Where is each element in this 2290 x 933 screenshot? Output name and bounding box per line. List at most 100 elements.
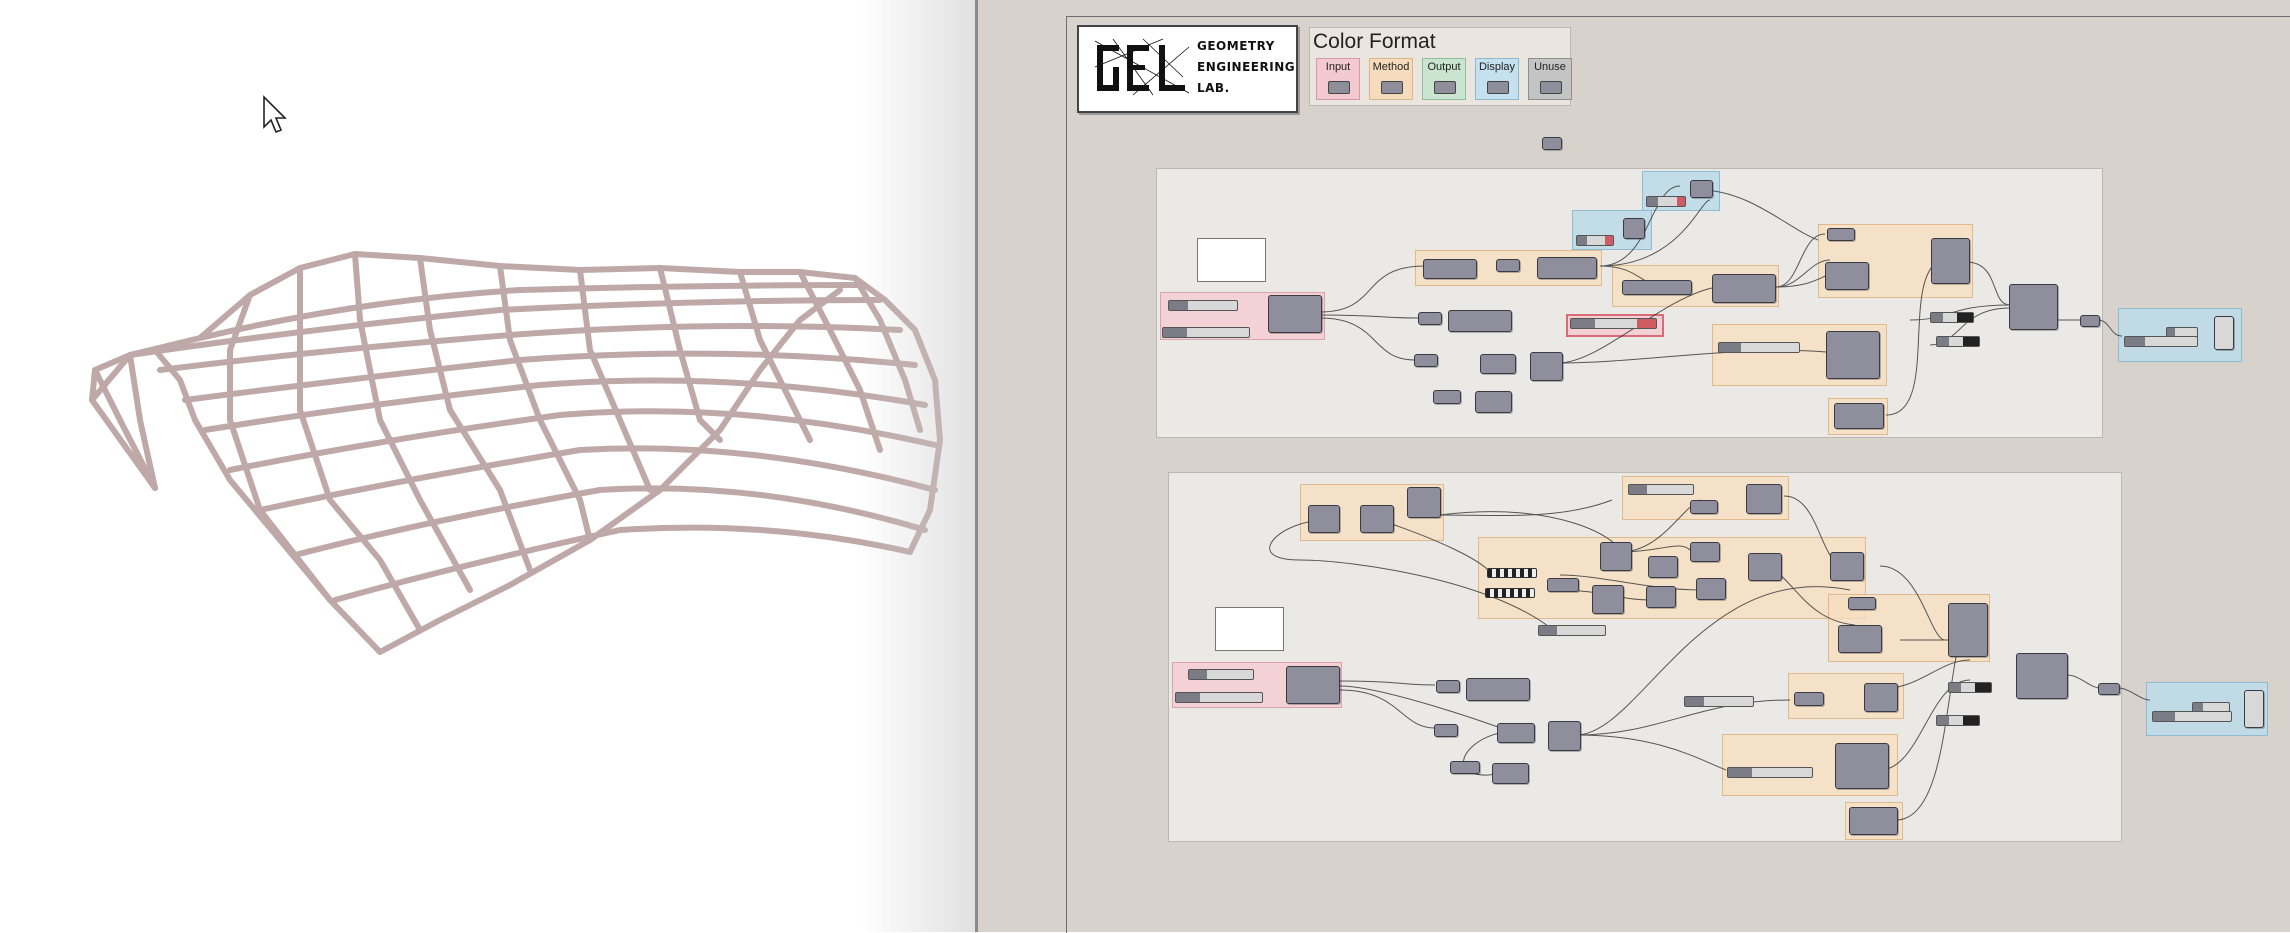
toggle-slider[interactable]	[1930, 312, 1974, 323]
component-node[interactable]	[1830, 552, 1864, 581]
component-node[interactable]	[1407, 487, 1441, 518]
number-slider[interactable]	[1727, 767, 1813, 778]
mouse-cursor-icon	[263, 95, 287, 134]
component-node[interactable]	[1848, 597, 1876, 610]
component-node[interactable]	[1308, 505, 1340, 533]
number-slider[interactable]	[1162, 327, 1250, 338]
component-node[interactable]	[1826, 331, 1880, 379]
component-node[interactable]	[1690, 542, 1720, 562]
number-slider[interactable]	[1646, 196, 1686, 207]
logo-text-engineering: ENGINEERING	[1197, 60, 1296, 74]
component-node[interactable]	[1827, 228, 1855, 241]
color-format-legend: Color Format Input Method Output Display…	[1309, 27, 1572, 106]
component-node[interactable]	[1748, 553, 1782, 581]
component-node[interactable]	[1835, 743, 1889, 789]
gridshell-mesh	[89, 251, 943, 655]
component-node[interactable]	[1537, 257, 1597, 279]
component-node[interactable]	[1466, 678, 1530, 701]
number-slider[interactable]	[1168, 300, 1238, 311]
legend-output-label: Output	[1427, 61, 1461, 73]
component-node[interactable]	[1492, 763, 1529, 784]
component-node[interactable]	[1690, 180, 1713, 198]
number-slider[interactable]	[2152, 711, 2232, 722]
component-node[interactable]	[1623, 218, 1645, 239]
boolean-toggle[interactable]	[1487, 568, 1537, 578]
component-node[interactable]	[1497, 723, 1535, 743]
component-node[interactable]	[1496, 259, 1520, 272]
component-node[interactable]	[2009, 284, 2058, 330]
component-node[interactable]	[1360, 505, 1394, 533]
component-node[interactable]	[1434, 724, 1458, 737]
component-node[interactable]	[1712, 274, 1776, 303]
component-node[interactable]	[2098, 683, 2120, 695]
legend-title: Color Format	[1313, 30, 1436, 53]
legend-unuse: Unuse	[1528, 58, 1572, 100]
number-slider[interactable]	[1576, 235, 1614, 246]
toggle-slider[interactable]	[1936, 715, 1980, 726]
legend-display-label: Display	[1478, 61, 1516, 73]
display-node[interactable]	[2244, 690, 2264, 728]
component-node[interactable]	[1864, 683, 1898, 712]
component-node[interactable]	[1690, 500, 1718, 514]
legend-input-node-icon	[1328, 81, 1350, 94]
component-node[interactable]	[1794, 692, 1824, 706]
boolean-toggle[interactable]	[1485, 588, 1535, 598]
component-node[interactable]	[1931, 238, 1970, 284]
component-node[interactable]	[1548, 721, 1581, 751]
component-node[interactable]	[1696, 578, 1726, 600]
component-node[interactable]	[1746, 484, 1782, 514]
number-slider[interactable]	[2124, 336, 2198, 347]
component-node[interactable]	[1948, 603, 1988, 657]
component-node[interactable]	[1286, 666, 1340, 704]
component-node[interactable]	[1825, 262, 1869, 290]
component-node[interactable]	[1448, 310, 1512, 332]
rhino-viewport[interactable]	[0, 0, 975, 932]
component-node[interactable]	[1418, 312, 1442, 325]
component-node[interactable]	[1834, 403, 1884, 429]
text-panel-top[interactable]	[1197, 238, 1266, 282]
legend-unuse-label: Unuse	[1534, 61, 1566, 73]
component-node[interactable]	[2080, 315, 2100, 327]
display-node[interactable]	[2214, 316, 2234, 350]
toggle-slider[interactable]	[1936, 336, 1980, 347]
number-slider[interactable]	[1175, 692, 1263, 703]
component-node[interactable]	[2016, 653, 2068, 699]
component-node[interactable]	[1480, 354, 1516, 374]
component-node[interactable]	[1433, 390, 1461, 404]
component-node[interactable]	[1475, 391, 1512, 413]
text-panel-bottom[interactable]	[1215, 607, 1284, 651]
number-slider[interactable]	[1718, 342, 1800, 353]
component-node[interactable]	[1423, 259, 1477, 279]
gel-logo-panel: GEOMETRY ENGINEERING LAB.	[1077, 25, 1298, 113]
component-node[interactable]	[1648, 556, 1678, 578]
component-node[interactable]	[1436, 680, 1460, 693]
component-node[interactable]	[1646, 586, 1676, 608]
logo-text-geometry: GEOMETRY	[1197, 39, 1275, 53]
number-slider[interactable]	[1684, 696, 1754, 707]
legend-method-node-icon	[1381, 81, 1403, 94]
component-node[interactable]	[1592, 585, 1624, 614]
number-slider[interactable]	[1628, 484, 1694, 495]
component-node[interactable]	[1849, 807, 1898, 835]
legend-unuse-node-icon	[1540, 81, 1562, 94]
legend-method: Method	[1369, 58, 1413, 100]
number-slider[interactable]	[1570, 318, 1657, 329]
legend-display: Display	[1475, 58, 1519, 100]
legend-display-node-icon	[1487, 81, 1509, 94]
component-node[interactable]	[1622, 280, 1692, 295]
component-node[interactable]	[1268, 295, 1322, 333]
legend-input: Input	[1316, 58, 1360, 100]
number-slider[interactable]	[1538, 625, 1606, 636]
legend-method-label: Method	[1372, 61, 1410, 73]
legend-input-label: Input	[1325, 61, 1351, 73]
component-node[interactable]	[1547, 578, 1579, 592]
number-slider[interactable]	[1188, 669, 1254, 680]
toggle-slider[interactable]	[1948, 682, 1992, 693]
legend-output: Output	[1422, 58, 1466, 100]
stray-node[interactable]	[1542, 137, 1562, 150]
component-node[interactable]	[1600, 542, 1632, 571]
component-node[interactable]	[1838, 625, 1882, 653]
component-node[interactable]	[1450, 761, 1480, 774]
component-node[interactable]	[1414, 354, 1438, 367]
component-node[interactable]	[1530, 352, 1563, 381]
